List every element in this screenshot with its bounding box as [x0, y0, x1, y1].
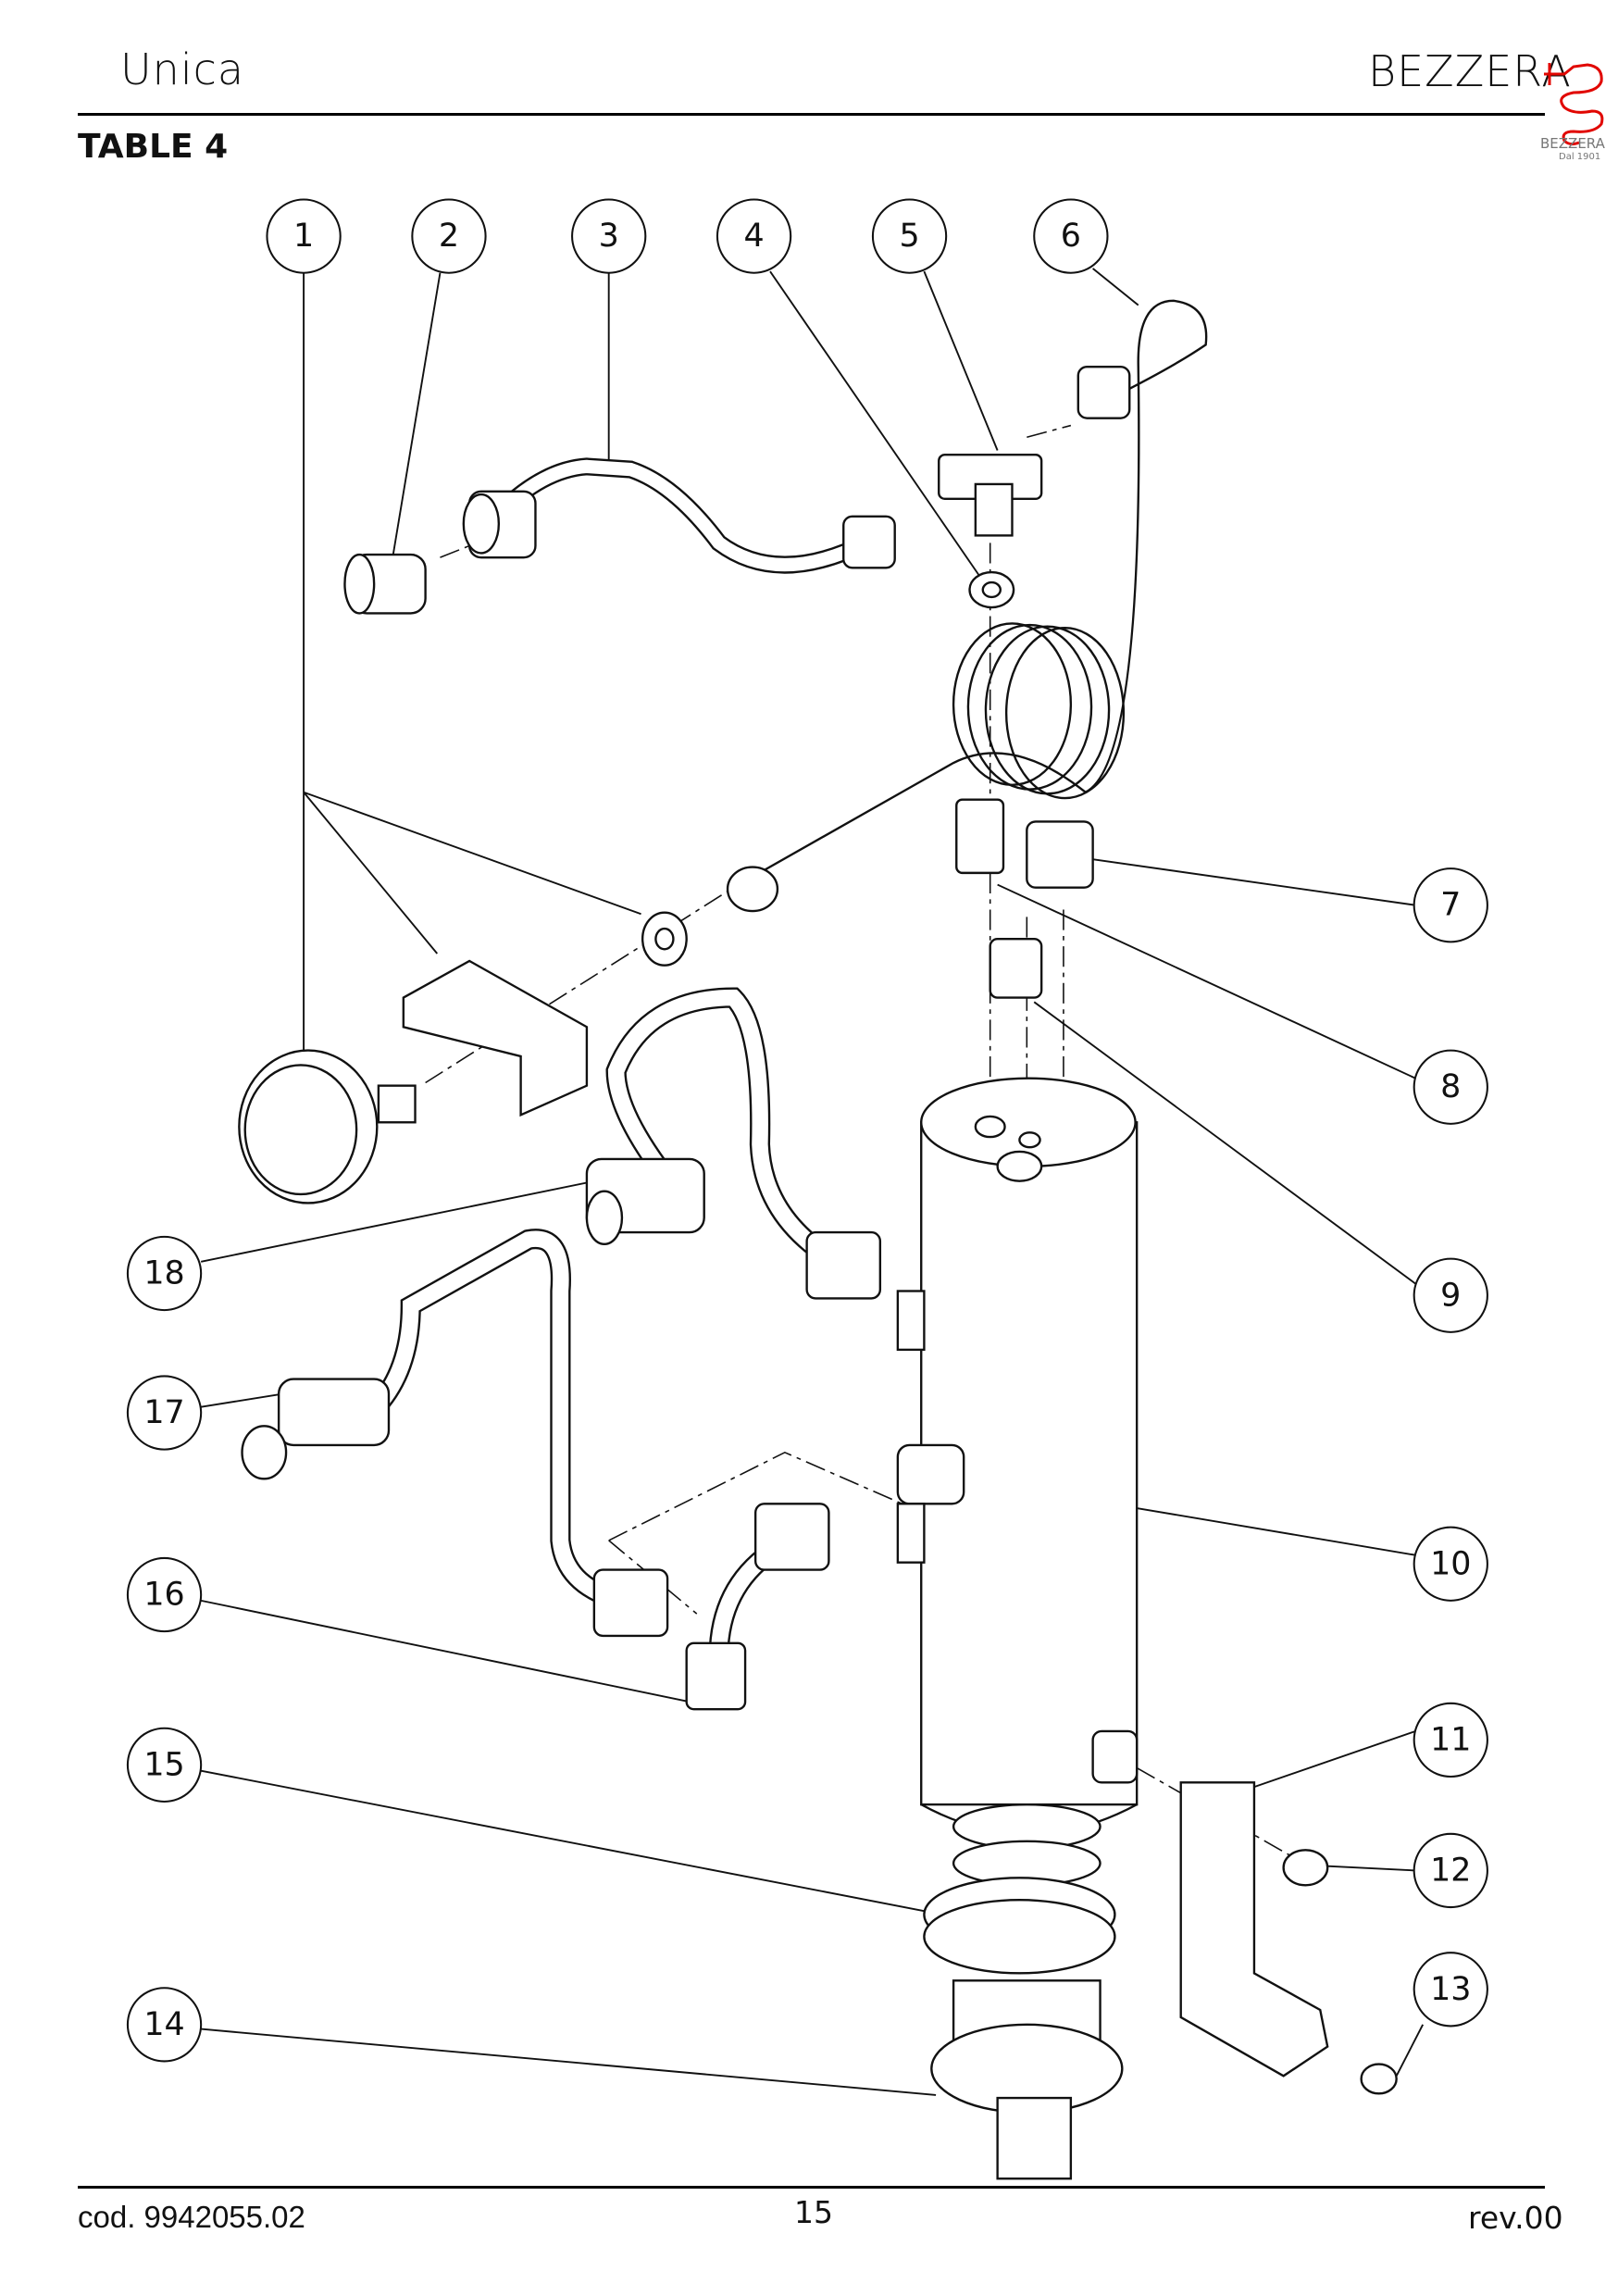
svg-text:11: 11 — [1430, 1721, 1471, 1758]
callout-1: 1 — [266, 198, 342, 274]
parts — [238, 299, 1398, 2180]
svg-text:15: 15 — [143, 1746, 184, 1783]
svg-text:13: 13 — [1430, 1971, 1471, 2008]
leader-lines — [200, 268, 1425, 2096]
document-title: Unica — [120, 44, 245, 94]
page-number: 15 — [794, 2194, 833, 2230]
svg-text:6: 6 — [1061, 218, 1081, 255]
callout-15: 15 — [126, 1727, 203, 1803]
svg-text:3: 3 — [599, 218, 619, 255]
callout-12: 12 — [1413, 1832, 1488, 1909]
brand-name: BEZZERA — [1368, 46, 1572, 96]
callout-17: 17 — [126, 1375, 203, 1451]
callout-7: 7 — [1413, 867, 1488, 943]
svg-text:1: 1 — [293, 218, 314, 255]
svg-text:2: 2 — [439, 218, 459, 255]
callout-balloons: 1 2 3 4 5 6 7 8 9 10 11 12 13 14 15 16 1… — [126, 198, 1488, 2063]
section-title: TABLE 4 — [78, 128, 229, 166]
callout-3: 3 — [571, 198, 647, 274]
assembly-axes — [425, 424, 1291, 1857]
callout-13: 13 — [1413, 1952, 1488, 2028]
svg-text:10: 10 — [1430, 1545, 1471, 1582]
svg-text:18: 18 — [143, 1254, 184, 1292]
svg-text:16: 16 — [143, 1577, 184, 1614]
callout-16: 16 — [126, 1556, 203, 1633]
svg-text:7: 7 — [1440, 887, 1461, 924]
revision: rev.00 — [1468, 2200, 1563, 2236]
callout-8: 8 — [1413, 1049, 1488, 1125]
logo-name: BEZZERA — [1540, 135, 1605, 152]
svg-text:8: 8 — [1440, 1068, 1461, 1105]
header-divider — [78, 113, 1545, 116]
callout-6: 6 — [1033, 198, 1109, 274]
callout-11: 11 — [1413, 1702, 1488, 1778]
svg-text:14: 14 — [143, 2006, 184, 2043]
svg-text:9: 9 — [1440, 1277, 1461, 1314]
callout-10: 10 — [1413, 1526, 1488, 1602]
bezzera-serpent-logo — [1544, 63, 1604, 146]
logo-tagline: Dal 1901 — [1559, 152, 1601, 162]
svg-text:5: 5 — [899, 218, 919, 255]
callout-14: 14 — [126, 1987, 203, 2063]
callout-9: 9 — [1413, 1257, 1488, 1333]
svg-text:17: 17 — [143, 1394, 184, 1431]
callout-2: 2 — [411, 198, 487, 274]
document-code: cod. 9942055.02 — [78, 2200, 305, 2234]
callout-18: 18 — [126, 1235, 203, 1312]
svg-text:12: 12 — [1430, 1852, 1471, 1889]
footer-divider — [78, 2186, 1545, 2189]
callout-4: 4 — [716, 198, 792, 274]
svg-text:4: 4 — [743, 218, 764, 255]
callout-5: 5 — [871, 198, 948, 274]
